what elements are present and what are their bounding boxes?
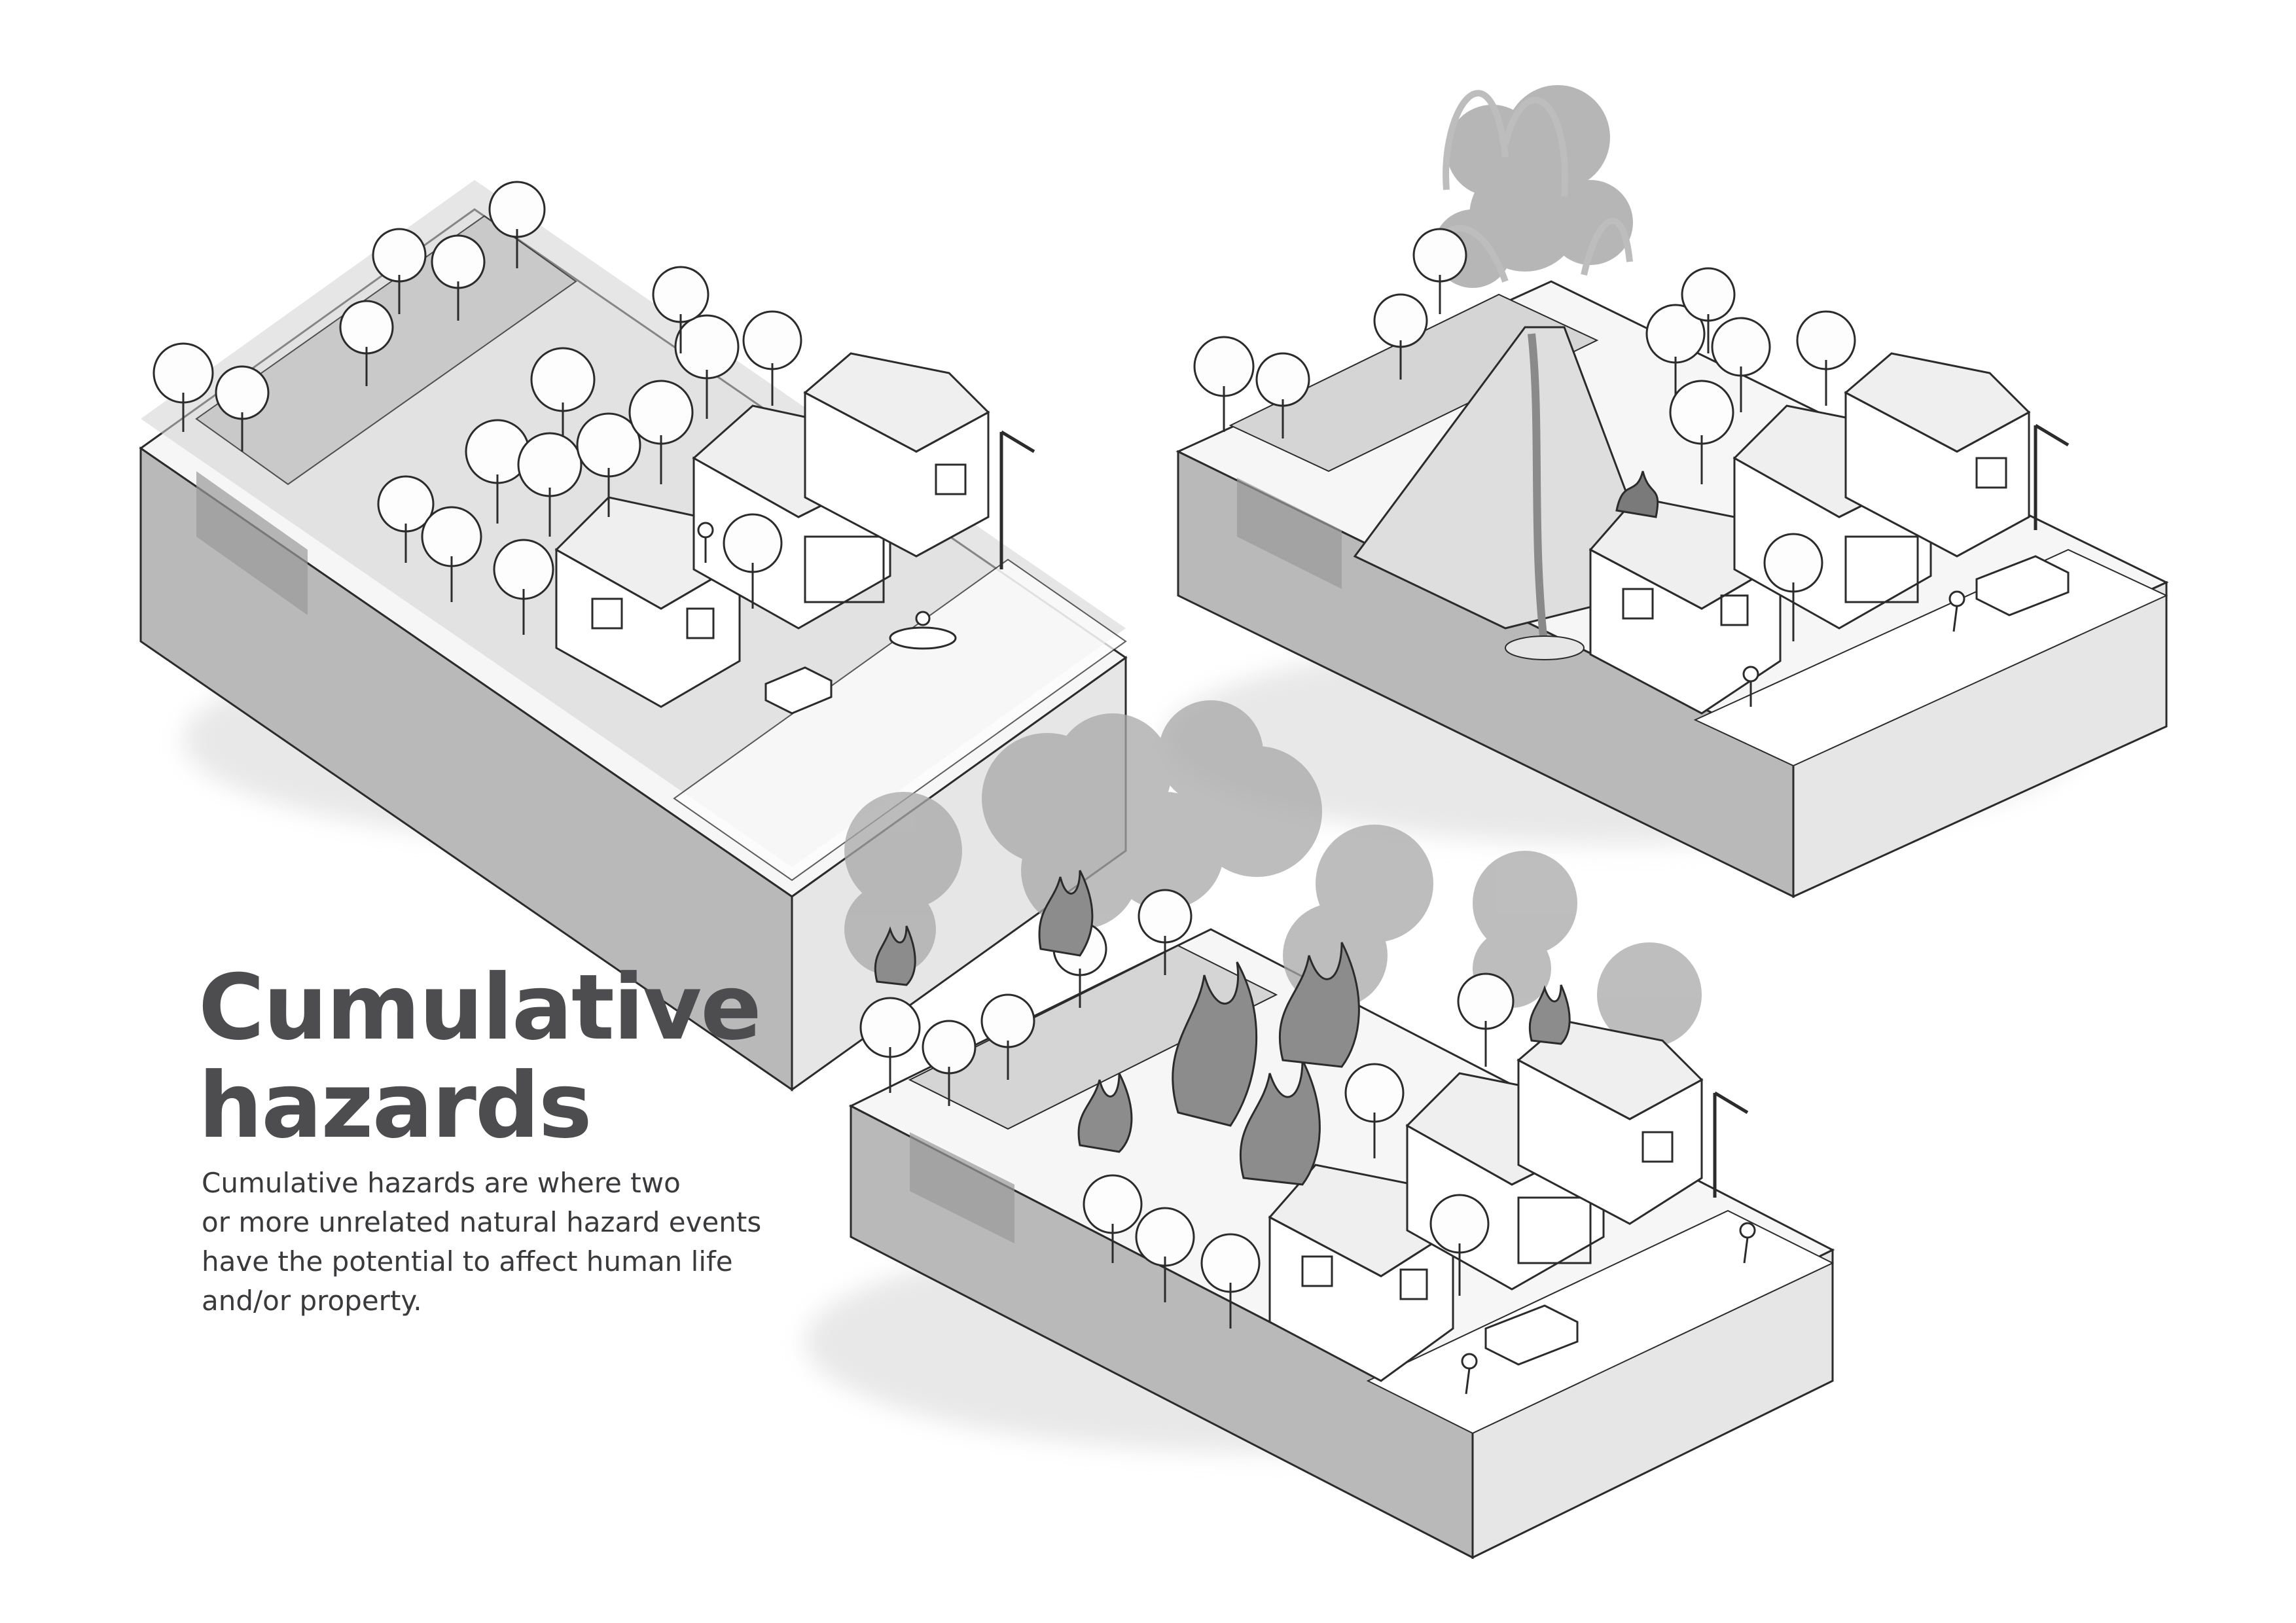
car-icon — [1975, 555, 2070, 616]
flood-scene — [139, 180, 1128, 1092]
house-icon — [803, 352, 990, 558]
title-line-1: Cumulative — [198, 955, 762, 1060]
running-person-icon — [1739, 1222, 1756, 1264]
description-line-2: or more unrelated natural hazard events — [202, 1206, 762, 1238]
river-cutaway — [910, 1132, 1014, 1243]
title-line-2: hazards — [198, 1053, 592, 1158]
road — [1693, 548, 2168, 767]
house-icon — [1844, 352, 2031, 558]
tree-icon — [152, 181, 802, 635]
river — [195, 215, 577, 486]
tree-icon — [1193, 228, 1856, 641]
volcano-scene — [1165, 85, 2169, 899]
car-icon — [1484, 1304, 1579, 1366]
burning-roof-icon — [1615, 471, 1659, 518]
tree-icon — [859, 889, 1515, 1329]
house-icon — [1516, 1020, 1704, 1225]
river — [908, 944, 1278, 1130]
smoke-icon — [844, 700, 1702, 1126]
kayak-person-icon — [889, 611, 957, 650]
river-cutaway — [1237, 478, 1342, 589]
fire-icon — [874, 870, 1571, 1186]
description-line-1: Cumulative hazards are where two — [202, 1167, 681, 1199]
description: Cumulative hazards are where two or more… — [202, 1164, 791, 1321]
volcano-icon — [1353, 326, 1664, 660]
running-person-icon — [1948, 590, 1965, 632]
running-person-icon — [1461, 1353, 1478, 1395]
road — [1366, 1209, 1835, 1435]
lava-icon — [1528, 333, 1549, 649]
running-person-icon — [1742, 666, 1759, 707]
wildfire-scene — [805, 700, 1835, 1560]
car-icon — [764, 666, 833, 715]
description-line-4: and/or property. — [202, 1285, 422, 1317]
person-on-roof-icon — [697, 522, 714, 563]
description-line-3: have the potential to affect human life — [202, 1245, 733, 1277]
house-icon — [1588, 496, 1782, 715]
river-cutaway — [196, 471, 308, 615]
page-title: Cumulative hazards — [198, 955, 762, 1158]
